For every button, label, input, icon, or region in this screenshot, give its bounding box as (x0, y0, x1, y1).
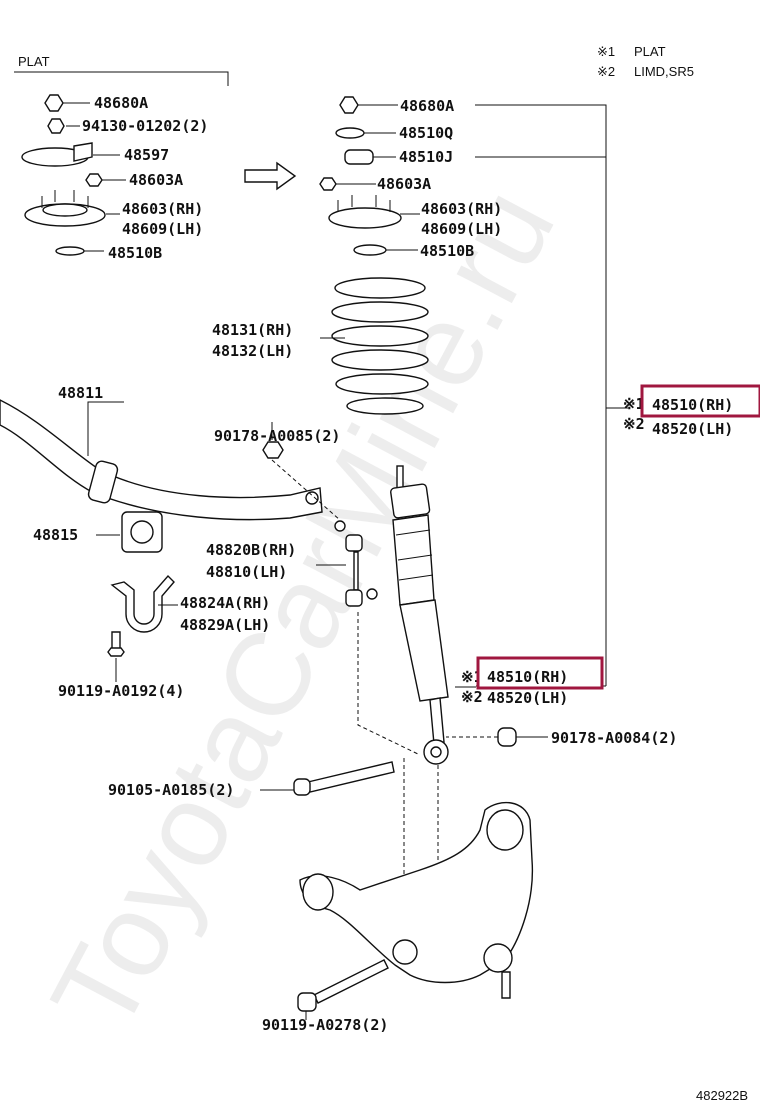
arm-bolt (297, 959, 389, 1012)
left-group-bracket (14, 71, 229, 86)
stab-bushing (121, 511, 163, 553)
bar-leader (87, 401, 124, 456)
shock-upper-highlight-label[interactable]: 48510(RH) (652, 396, 733, 414)
stab-bracket (110, 574, 175, 633)
arm-bolt-label: 90119-A0278(2) (262, 1016, 388, 1034)
right-group-leaders (336, 104, 628, 687)
bracket-label-rh: 48824A(RH) (180, 594, 270, 612)
note1-text: PLAT (634, 44, 666, 59)
link-label-rh: 48820B(RH) (206, 541, 296, 559)
right-label-48603a: 48603A (377, 175, 431, 193)
shock-upper-mark2: ※2 (623, 415, 645, 433)
left-label-94130: 94130-01202(2) (82, 117, 208, 135)
bracket-label-lh: 48829A(LH) (180, 616, 270, 634)
coil-spring (331, 277, 429, 415)
bushing-label: 48815 (33, 526, 78, 544)
lower-control-arm (299, 801, 534, 999)
link-label-lh: 48810(LH) (206, 563, 287, 581)
lower-nut (497, 727, 517, 747)
spring-label-rh: 48131(RH) (212, 321, 293, 339)
stab-link (334, 520, 378, 607)
spring-label-lh: 48132(LH) (212, 342, 293, 360)
bar-label: 48811 (58, 384, 103, 402)
stab-bolt-label: 90119-A0192(4) (58, 682, 184, 700)
shock-lower-under: 48520(LH) (487, 689, 568, 707)
lower-bolt-label: 90105-A0185(2) (108, 781, 234, 799)
left-label-48510b: 48510B (108, 244, 162, 262)
arrow-icon (244, 161, 297, 191)
right-label-48680a: 48680A (400, 97, 454, 115)
right-label-48510b: 48510B (420, 242, 474, 260)
left-group-header: PLAT (18, 54, 50, 69)
note2-text: LIMD,SR5 (634, 64, 694, 79)
shock-lower-mark2: ※2 (461, 688, 483, 706)
left-label-48680a: 48680A (94, 94, 148, 112)
right-label-48510j: 48510J (399, 148, 453, 166)
stab-nut-dashed (271, 459, 341, 521)
left-label-48603: 48603(RH) (122, 200, 203, 218)
stab-nut-label: 90178-A0085(2) (214, 427, 340, 445)
left-group-leaders (63, 102, 126, 252)
right-label-48510q: 48510Q (399, 124, 453, 142)
left-label-48597: 48597 (124, 146, 169, 164)
right-label-48603: 48603(RH) (421, 200, 502, 218)
note1-mark: ※1 (597, 44, 615, 59)
right-label-48609: 48609(LH) (421, 220, 502, 238)
shock-upper-mark1: ※1 (623, 395, 645, 413)
diagram-code: 482922B (696, 1088, 748, 1103)
shock-lower-highlight-label[interactable]: 48510(RH) (487, 668, 568, 686)
lower-nut-label: 90178-A0084(2) (551, 729, 677, 747)
stabilizer-bar (0, 399, 323, 521)
left-label-48609: 48609(LH) (122, 220, 203, 238)
shock-upper-under: 48520(LH) (652, 420, 733, 438)
lower-bolt (293, 761, 395, 796)
stab-nut (262, 441, 284, 459)
shock-lower-highlight-box[interactable] (476, 656, 604, 690)
shock-absorber (390, 465, 449, 765)
shock-upper-highlight-box[interactable] (640, 384, 760, 418)
left-label-48603a: 48603A (129, 171, 183, 189)
note2-mark: ※2 (597, 64, 615, 79)
stab-bolt (107, 631, 125, 657)
